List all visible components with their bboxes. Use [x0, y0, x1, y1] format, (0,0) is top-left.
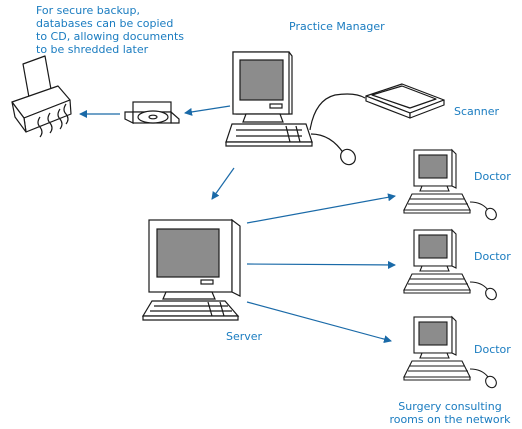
backup-note-line: to be shredded later: [36, 43, 149, 56]
server-computer: [141, 218, 241, 321]
backup-note-line: to CD, allowing documents: [36, 30, 185, 43]
doctor-label-2: Doctor: [474, 250, 511, 263]
consulting-rooms-line: rooms on the network: [389, 413, 511, 426]
arrow-icon: [184, 105, 231, 116]
server-label: Server: [226, 330, 263, 343]
doctor-computer-2: [403, 228, 497, 301]
scanner-label: Scanner: [454, 105, 500, 118]
backup-note-line: For secure backup,: [36, 4, 141, 17]
practice-manager-computer: [225, 51, 313, 147]
doctor-computer-1: [403, 148, 497, 221]
arrow-icon: [246, 260, 396, 269]
arrow-icon: [246, 301, 392, 344]
arrow-icon: [211, 167, 235, 200]
mouse-icon: [310, 133, 356, 166]
backup-note-line: databases can be copied: [36, 17, 174, 30]
practice-manager-label: Practice Manager: [289, 20, 385, 33]
scanner-icon: [309, 83, 445, 131]
cd-drive-icon: [124, 101, 180, 124]
doctor-label-1: Doctor: [474, 170, 511, 183]
doctor-label-3: Doctor: [474, 343, 511, 356]
backup-note: For secure backup, databases can be copi…: [36, 4, 184, 56]
arrow-icon: [246, 193, 396, 224]
doctor-computer-3: [403, 315, 497, 389]
shredder-icon: [11, 55, 72, 138]
consulting-rooms-line: Surgery consulting: [398, 400, 502, 413]
consulting-rooms-label: Surgery consulting rooms on the network: [382, 400, 518, 426]
